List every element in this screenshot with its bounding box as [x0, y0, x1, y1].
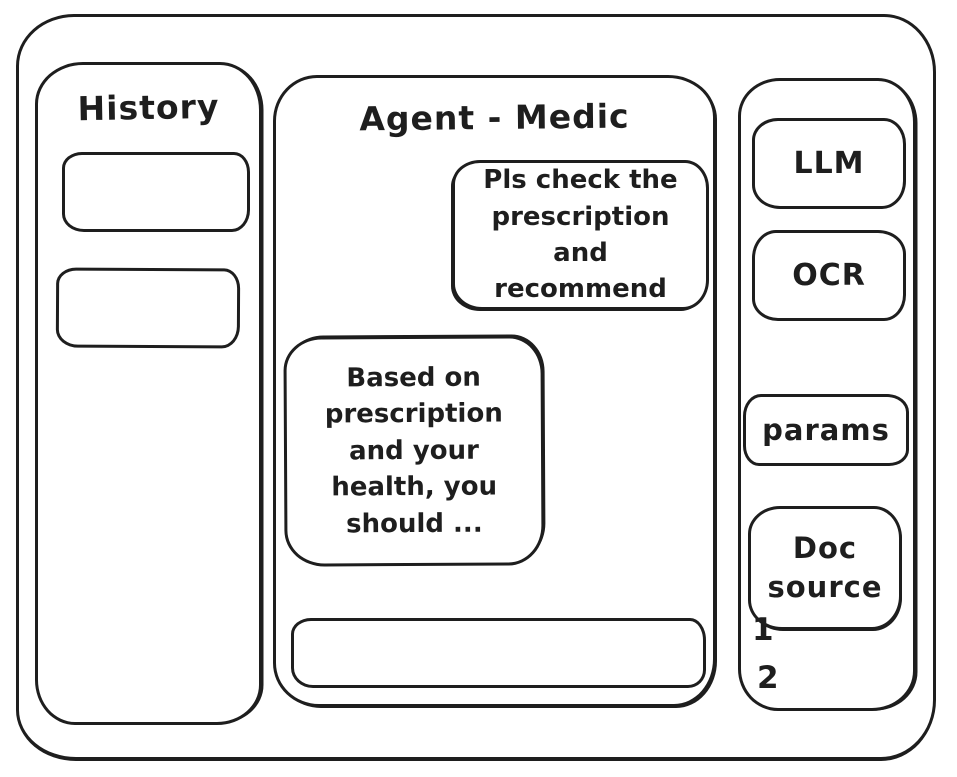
doc-source-item-1[interactable]: 1 — [752, 612, 774, 648]
doc-source-item-2[interactable]: 2 — [757, 660, 779, 696]
message-input[interactable] — [291, 618, 706, 688]
history-item[interactable] — [55, 267, 241, 349]
llm-button[interactable]: LLM — [752, 118, 906, 209]
chat-panel-title: Agent - Medic — [359, 96, 630, 139]
assistant-message-bubble: Based on prescription and your health, y… — [283, 335, 545, 567]
params-button[interactable]: params — [743, 394, 909, 466]
doc-source-button[interactable]: Doc source — [748, 506, 902, 630]
history-panel-title: History — [77, 86, 220, 129]
user-message-bubble: Pls check the prescription and recommend — [452, 160, 709, 310]
ocr-button[interactable]: OCR — [752, 230, 906, 321]
history-item[interactable] — [62, 152, 250, 232]
